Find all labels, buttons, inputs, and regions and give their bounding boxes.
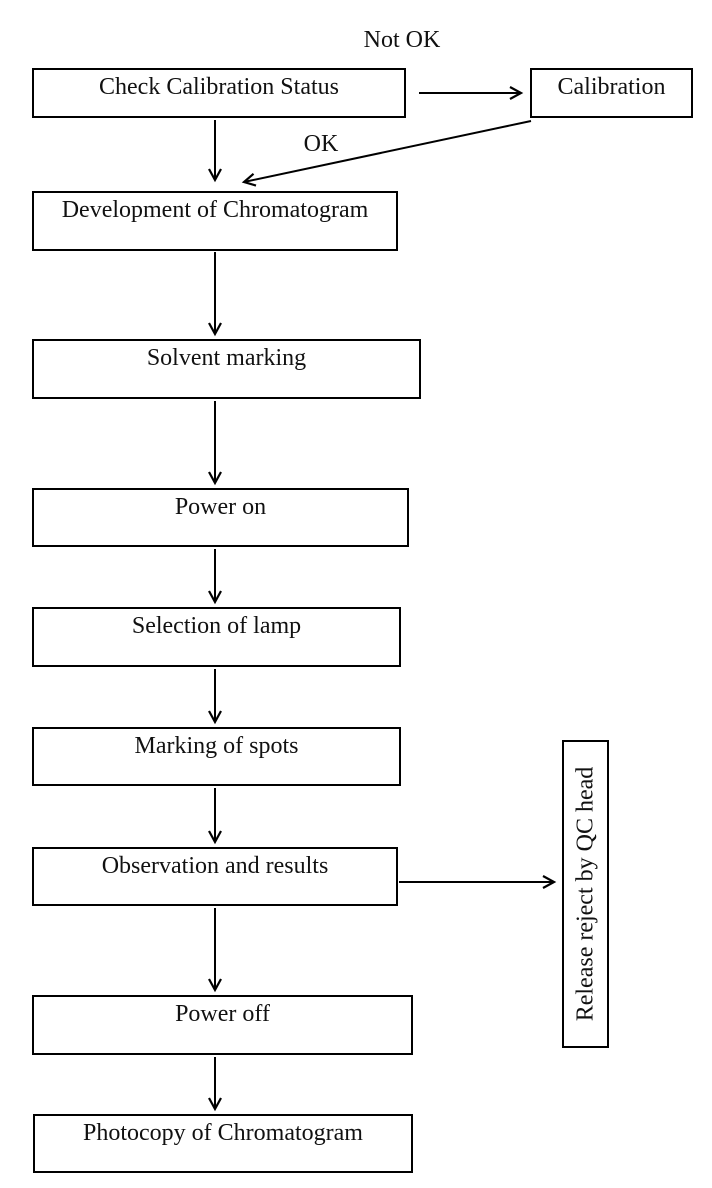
edge-label-not-ok: Not OK xyxy=(363,27,441,53)
node-photocopy-of-chromatogram: Photocopy of Chromatogram xyxy=(33,1114,413,1173)
edge-label-ok: OK xyxy=(303,131,339,157)
node-selection-of-lamp: Selection of lamp xyxy=(32,607,401,667)
node-release-reject-by-qc-head: Release reject by QC head xyxy=(562,740,609,1048)
node-check-calibration-status: Check Calibration Status xyxy=(32,68,406,118)
node-calibration: Calibration xyxy=(530,68,693,118)
node-marking-of-spots: Marking of spots xyxy=(32,727,401,786)
node-solvent-marking: Solvent marking xyxy=(32,339,421,399)
node-observation-and-results: Observation and results xyxy=(32,847,398,906)
release-reject-label: Release reject by QC head xyxy=(572,766,598,1022)
node-power-on: Power on xyxy=(32,488,409,547)
node-development-of-chromatogram: Development of Chromatogram xyxy=(32,191,398,251)
node-power-off: Power off xyxy=(32,995,413,1055)
